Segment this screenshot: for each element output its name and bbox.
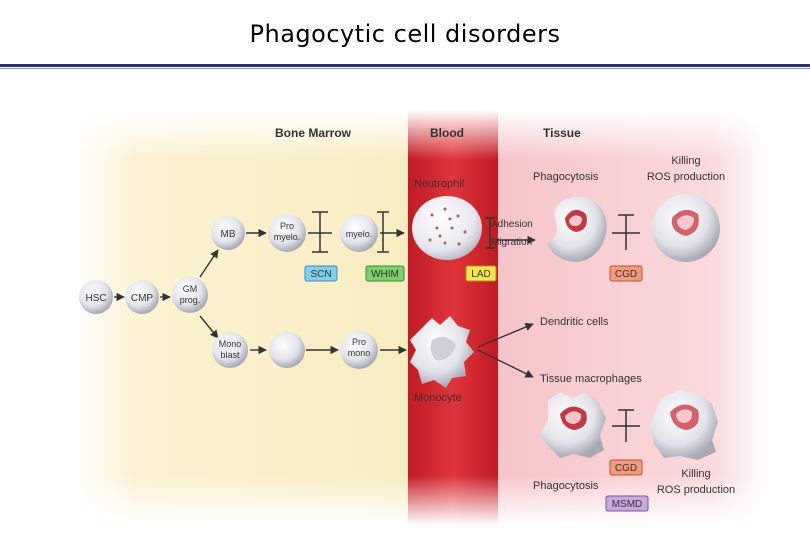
title-rule-thin: [0, 68, 810, 69]
arrow-gm-monoblast: [199, 315, 219, 339]
bone-marrow-heading: Bone Marrow: [275, 126, 352, 140]
block-bar-lad: [485, 217, 495, 249]
title-rule: [0, 64, 810, 67]
badge-cgd-top: CGD: [609, 265, 643, 282]
svg-text:Mono: Mono: [219, 339, 242, 349]
svg-text:GM: GM: [183, 284, 198, 294]
cell-intermediate-mono: [269, 332, 305, 368]
cell-gm-prog: GM prog.: [172, 277, 208, 313]
cell-phagocytosing-neutrophil: [547, 196, 607, 262]
blood-heading: Blood: [430, 126, 464, 140]
svg-text:CGD: CGD: [615, 463, 637, 474]
phagocytosis-bottom-label: Phagocytosis: [533, 480, 599, 492]
killing-bottom-label: Killing: [681, 468, 710, 480]
svg-text:CGD: CGD: [615, 269, 637, 280]
cell-myelo: myelo.: [340, 214, 378, 252]
svg-text:SCN: SCN: [310, 269, 331, 280]
cell-monocyte: [410, 316, 474, 388]
svg-text:HSC: HSC: [85, 293, 106, 304]
cell-phagocytosing-macrophage: [540, 392, 606, 458]
region-fade: [70, 110, 770, 525]
cell-neutrophil: [412, 196, 482, 260]
arrow-gm-mb: [199, 249, 219, 278]
badge-msmd: MSMD: [605, 495, 649, 512]
ros-top-label: ROS production: [647, 171, 725, 183]
tissue-macrophages-label: Tissue macrophages: [540, 373, 642, 385]
cell-mono-blast: Mono blast: [212, 332, 248, 368]
dendritic-cells-label: Dendritic cells: [540, 316, 609, 328]
svg-text:prog.: prog.: [180, 295, 201, 305]
migration-label: Migration: [491, 237, 532, 248]
block-bar-cgd-top: [612, 214, 640, 250]
svg-text:Pro: Pro: [280, 221, 294, 231]
neutrophil-label: Neutrophil: [414, 178, 464, 190]
cell-killing-macrophage: [650, 390, 718, 460]
svg-text:myelo.: myelo.: [346, 229, 373, 239]
slide-title: Phagocytic cell disorders: [249, 20, 561, 48]
svg-text:CMP: CMP: [131, 293, 154, 304]
svg-text:LAD: LAD: [471, 269, 490, 280]
svg-text:Pro: Pro: [352, 337, 366, 347]
cell-cmp: CMP: [125, 280, 159, 314]
badge-cgd-bottom: CGD: [609, 459, 643, 476]
badge-scn: SCN: [304, 265, 338, 282]
cell-pro-mono: Pro mono: [340, 331, 378, 369]
adhesion-label: Adhesion: [491, 219, 533, 230]
svg-text:MB: MB: [221, 229, 236, 240]
block-bar-whim: [377, 211, 389, 253]
arrow-monocyte-macro: [477, 349, 534, 378]
cell-mb: MB: [211, 216, 245, 250]
killing-top-label: Killing: [671, 155, 700, 167]
svg-text:blast: blast: [220, 350, 240, 360]
phagocytosis-top-label: Phagocytosis: [533, 171, 599, 183]
cell-pro-myelo: Pro myelo.: [268, 214, 306, 252]
svg-text:myelo.: myelo.: [274, 232, 301, 242]
arrow-monocyte-dendritic: [477, 323, 534, 348]
ros-bottom-label: ROS production: [657, 484, 735, 496]
svg-text:mono: mono: [348, 348, 371, 358]
svg-text:WHIM: WHIM: [371, 269, 399, 280]
badge-whim: WHIM: [365, 265, 405, 282]
svg-text:MSMD: MSMD: [612, 499, 643, 510]
badge-lad: LAD: [465, 265, 497, 282]
tissue-heading: Tissue: [543, 126, 581, 140]
monocyte-label: Monocyte: [414, 392, 462, 404]
block-bar-cgd-bottom: [612, 409, 640, 442]
cell-killing-neutrophil: [652, 194, 720, 262]
block-bar-scn: [308, 211, 332, 253]
cell-hsc: HSC: [79, 280, 113, 314]
